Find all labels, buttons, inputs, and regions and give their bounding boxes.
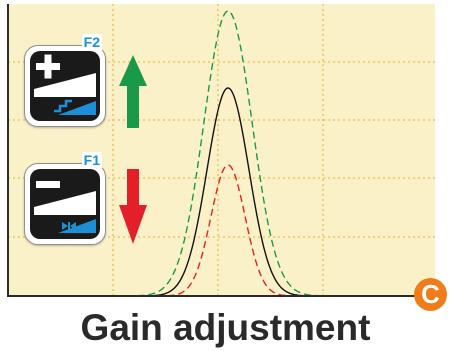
arrow-up-icon (119, 55, 147, 128)
f1-badge: F1 (81, 152, 102, 168)
corner-marker: C (414, 278, 447, 311)
arrow-down-icon (119, 169, 147, 244)
curve-current (139, 87, 316, 297)
curve-decreased (156, 164, 300, 297)
caption: Gain adjustment (80, 307, 371, 348)
gain-increase-button[interactable]: F2 (24, 34, 106, 127)
gain-decrease-button[interactable]: F1 (24, 152, 106, 245)
gain-curves (126, 10, 330, 297)
screen-frame (7, 4, 435, 297)
curve-increased (126, 10, 330, 297)
gain-decrease-icon (34, 181, 96, 233)
gain-increase-icon (34, 54, 96, 115)
f2-badge: F2 (81, 34, 102, 50)
